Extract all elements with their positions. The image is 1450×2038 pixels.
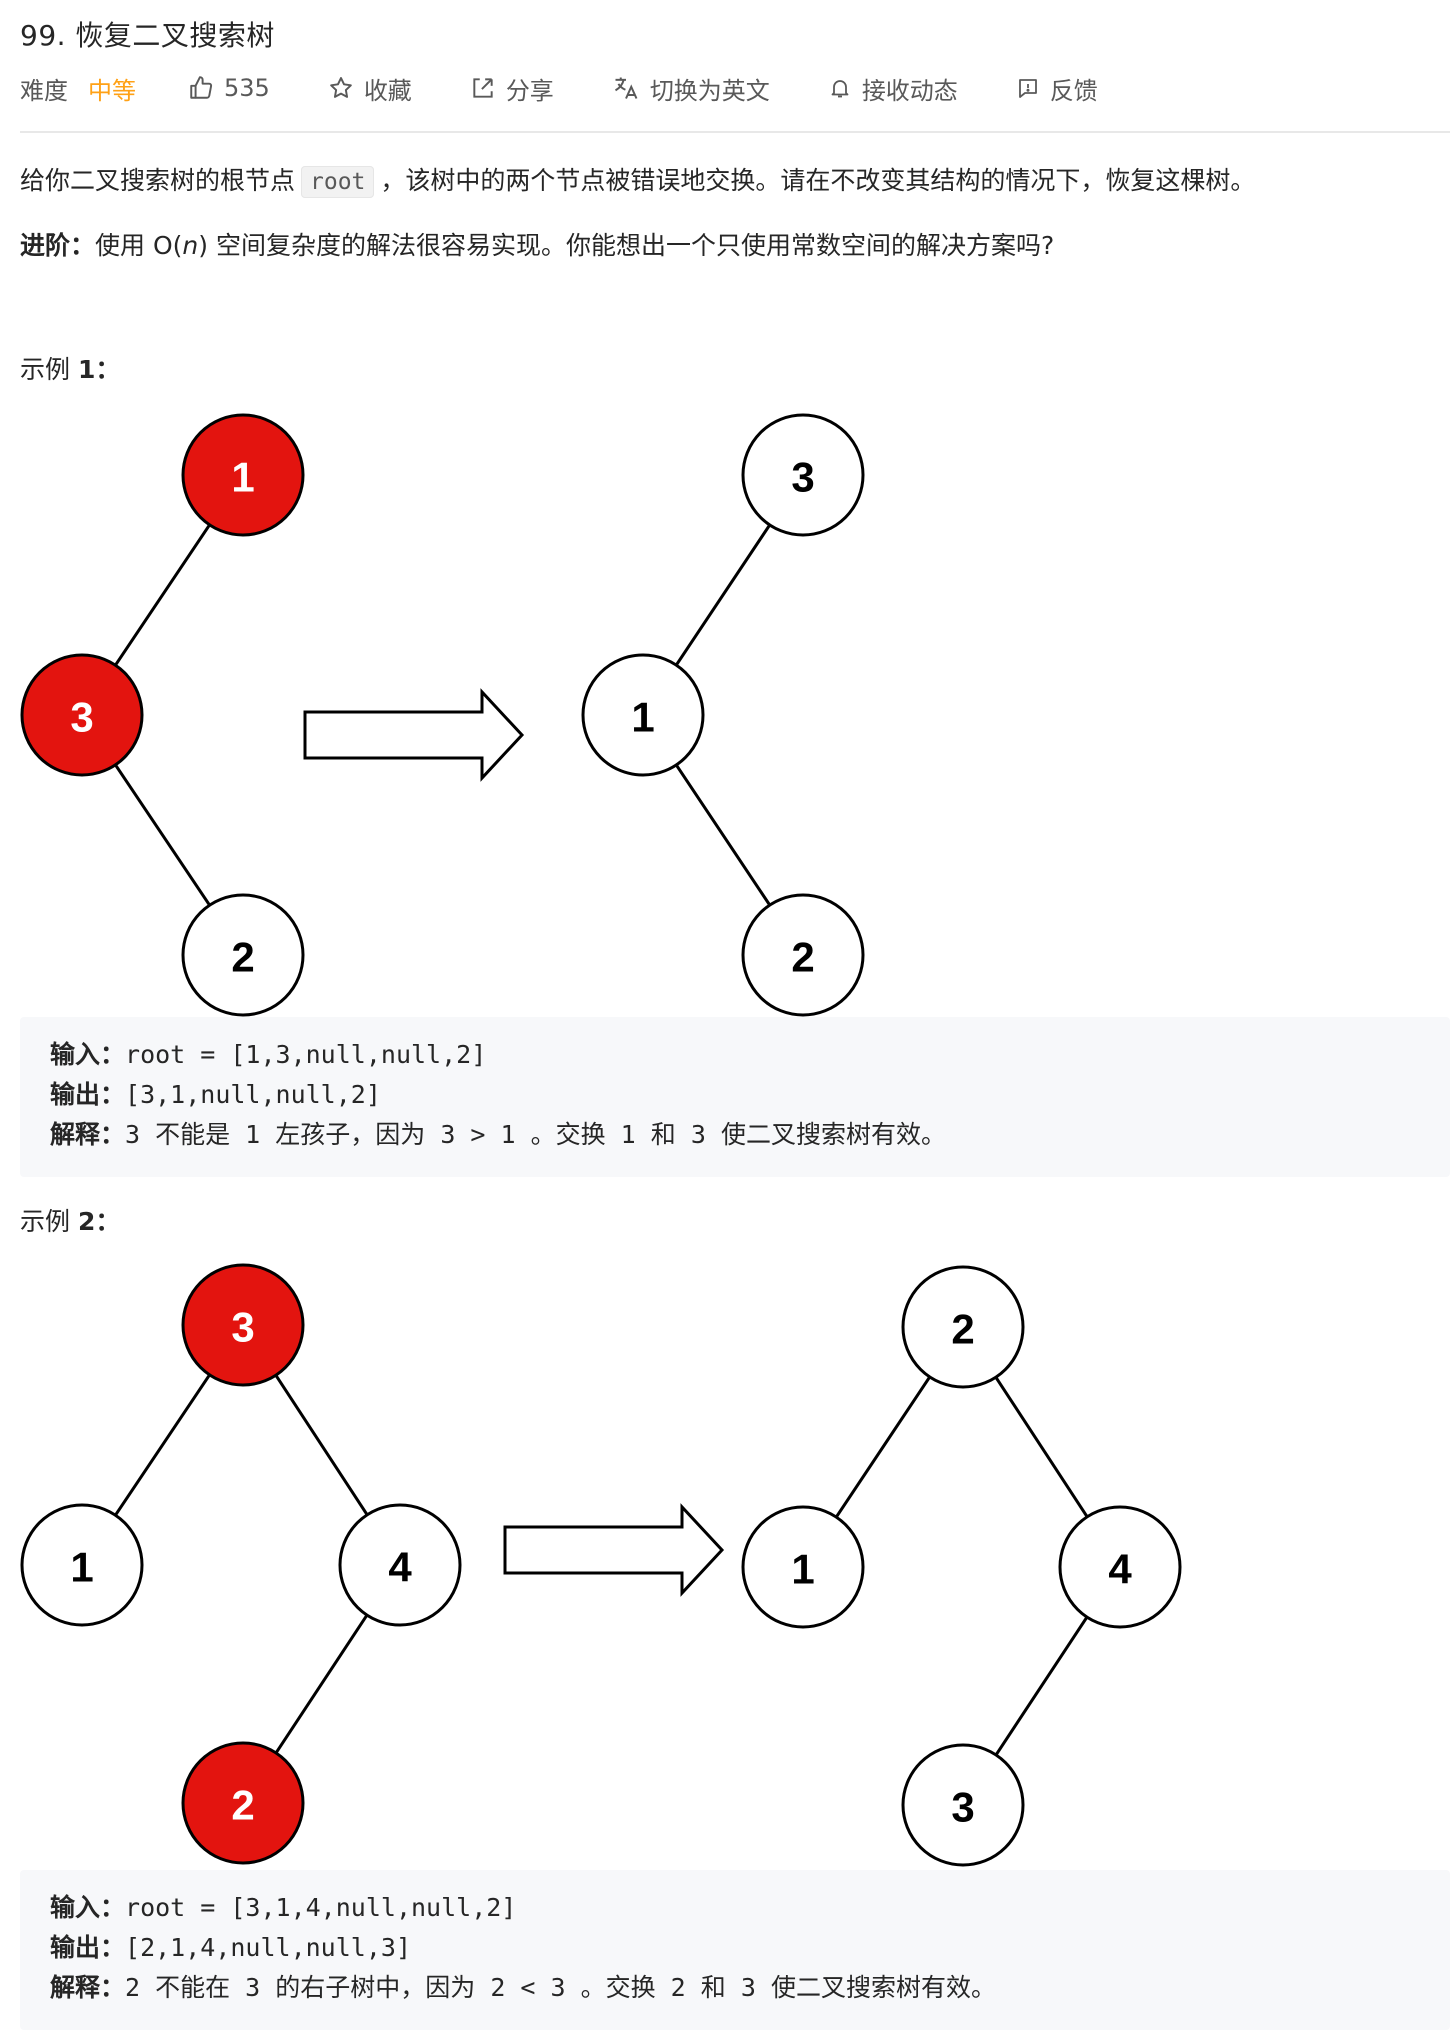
problem-title: 99. 恢复二叉搜索树 xyxy=(20,19,275,52)
example-2-explain: 2 不能在 3 的右子树中，因为 2 < 3 。交换 2 和 3 使二叉搜索树有… xyxy=(125,1973,996,2002)
ex2-after-node-3: 3 xyxy=(901,1743,1025,1867)
svg-text:3: 3 xyxy=(791,454,814,501)
follow-up-variable: n xyxy=(182,231,199,260)
output-label: 输出： xyxy=(50,1933,126,1962)
svg-text:1: 1 xyxy=(231,454,254,501)
follow-up-text-post: ) 空间复杂度的解法很容易实现。你能想出一个只使用常数空间的解决方案吗? xyxy=(198,231,1055,260)
ex1-after-node-0: 3 xyxy=(741,413,865,537)
example-2-title-num: 2： xyxy=(77,1207,121,1236)
ex1-arrow xyxy=(303,688,525,782)
description-text-pre: 给你二叉搜索树的根节点 xyxy=(20,166,296,195)
switch-language-button[interactable]: 切换为英文 xyxy=(612,71,770,106)
difficulty-label: 难度 xyxy=(20,76,68,105)
bell-icon xyxy=(831,80,849,98)
notify-label: 接收动态 xyxy=(861,76,958,105)
ex1-before-node-0: 1 xyxy=(181,413,305,537)
ex1-before-node-2: 2 xyxy=(181,893,305,1017)
ex2-arrow xyxy=(503,1503,725,1597)
example-1-diagram: 1 3 2 3 1 2 xyxy=(20,413,865,1017)
svg-text:3: 3 xyxy=(231,1304,254,1351)
svg-text:4: 4 xyxy=(388,1544,412,1591)
ex2-before-node-0: 3 xyxy=(181,1263,305,1387)
ex2-before-node-2: 4 xyxy=(338,1503,462,1627)
svg-text:4: 4 xyxy=(1108,1546,1132,1593)
share-label: 分享 xyxy=(505,76,554,105)
example-2-output: [2,1,4,null,null,3] xyxy=(125,1933,411,1962)
example-1-explain-line: 解释：3 不能是 1 左孩子，因为 3 > 1 。交换 1 和 3 使二叉搜索树… xyxy=(50,1115,1450,1155)
inline-code-root: root xyxy=(301,166,375,198)
example-1-explain: 3 不能是 1 左孩子，因为 3 > 1 。交换 1 和 3 使二叉搜索树有效。 xyxy=(125,1120,946,1149)
input-label: 输入： xyxy=(50,1040,126,1069)
translate-icon xyxy=(614,77,638,99)
svg-text:1: 1 xyxy=(70,1544,93,1591)
ex1-after-node-1: 1 xyxy=(581,653,705,777)
header-divider xyxy=(20,131,1450,133)
svg-text:3: 3 xyxy=(951,1784,974,1831)
explain-label: 解释： xyxy=(50,1973,126,2002)
ex2-after-node-0: 2 xyxy=(901,1265,1025,1389)
svg-text:2: 2 xyxy=(791,934,814,981)
example-1-input: root = [1,3,null,null,2] xyxy=(125,1040,487,1069)
follow-up-text-pre: 使用 O( xyxy=(95,231,183,260)
example-2-io: 输入：root = [3,1,4,null,null,2] 输出：[2,1,4,… xyxy=(20,1870,1450,2030)
svg-text:2: 2 xyxy=(951,1306,974,1353)
feedback-label: 反馈 xyxy=(1049,76,1098,105)
example-1-title: 示例 1： xyxy=(20,350,120,386)
example-2-input: root = [3,1,4,null,null,2] xyxy=(125,1893,517,1922)
ex2-before-node-3: 2 xyxy=(181,1741,305,1865)
problem-toolbar: 难度 中等 535 收藏 分享 切换为英文 接收动态 xyxy=(20,70,1156,106)
favorite-label: 收藏 xyxy=(363,76,412,105)
ex2-after-node-2: 4 xyxy=(1058,1505,1182,1629)
svg-text:1: 1 xyxy=(631,694,654,741)
example-1-output-line: 输出：[3,1,null,null,2] xyxy=(50,1075,1450,1115)
example-2-title-prefix: 示例 xyxy=(20,1207,78,1236)
description-text-post: ，该树中的两个节点被错误地交换。请在不改变其结构的情况下，恢复这棵树。 xyxy=(380,166,1256,195)
example-1-input-line: 输入：root = [1,3,null,null,2] xyxy=(50,1035,1450,1075)
ex2-before-node-1: 1 xyxy=(20,1503,144,1627)
share-icon xyxy=(473,78,493,98)
feedback-button[interactable]: 反馈 xyxy=(1016,71,1098,106)
follow-up: 进阶：使用 O(n) 空间复杂度的解法很容易实现。你能想出一个只使用常数空间的解… xyxy=(20,228,1054,264)
ex1-after-node-2: 2 xyxy=(741,893,865,1017)
explain-label: 解释： xyxy=(50,1120,126,1149)
switch-language-label: 切换为英文 xyxy=(649,76,770,105)
like-button[interactable]: 535 xyxy=(188,74,270,102)
ex2-after-node-1: 1 xyxy=(741,1505,865,1629)
favorite-button[interactable]: 收藏 xyxy=(328,71,412,106)
star-icon xyxy=(329,77,352,98)
notify-button[interactable]: 接收动态 xyxy=(828,71,958,106)
example-1-title-num: 1： xyxy=(77,355,121,384)
svg-text:2: 2 xyxy=(231,1782,254,1829)
example-2-input-line: 输入：root = [3,1,4,null,null,2] xyxy=(50,1888,1450,1928)
svg-text:3: 3 xyxy=(70,694,93,741)
ex1-before-node-1: 3 xyxy=(20,653,144,777)
difficulty-badge: 中等 xyxy=(88,76,136,105)
example-1-io: 输入：root = [1,3,null,null,2] 输出：[3,1,null… xyxy=(20,1017,1450,1177)
input-label: 输入： xyxy=(50,1893,126,1922)
example-1-title-prefix: 示例 xyxy=(20,355,78,384)
example-2-explain-line: 解释：2 不能在 3 的右子树中，因为 2 < 3 。交换 2 和 3 使二叉搜… xyxy=(50,1968,1450,2008)
svg-text:2: 2 xyxy=(231,934,254,981)
output-label: 输出： xyxy=(50,1080,126,1109)
thumbs-up-icon xyxy=(190,76,213,99)
like-count: 535 xyxy=(224,74,270,102)
share-button[interactable]: 分享 xyxy=(470,71,554,106)
svg-text:1: 1 xyxy=(791,1546,814,1593)
follow-up-label: 进阶： xyxy=(20,231,96,260)
example-2-diagram: 3 1 4 2 2 1 4 3 xyxy=(20,1263,1182,1867)
feedback-icon xyxy=(1018,79,1037,98)
example-2-output-line: 输出：[2,1,4,null,null,3] xyxy=(50,1928,1450,1968)
example-2-title: 示例 2： xyxy=(20,1202,120,1238)
example-1-output: [3,1,null,null,2] xyxy=(125,1080,381,1109)
